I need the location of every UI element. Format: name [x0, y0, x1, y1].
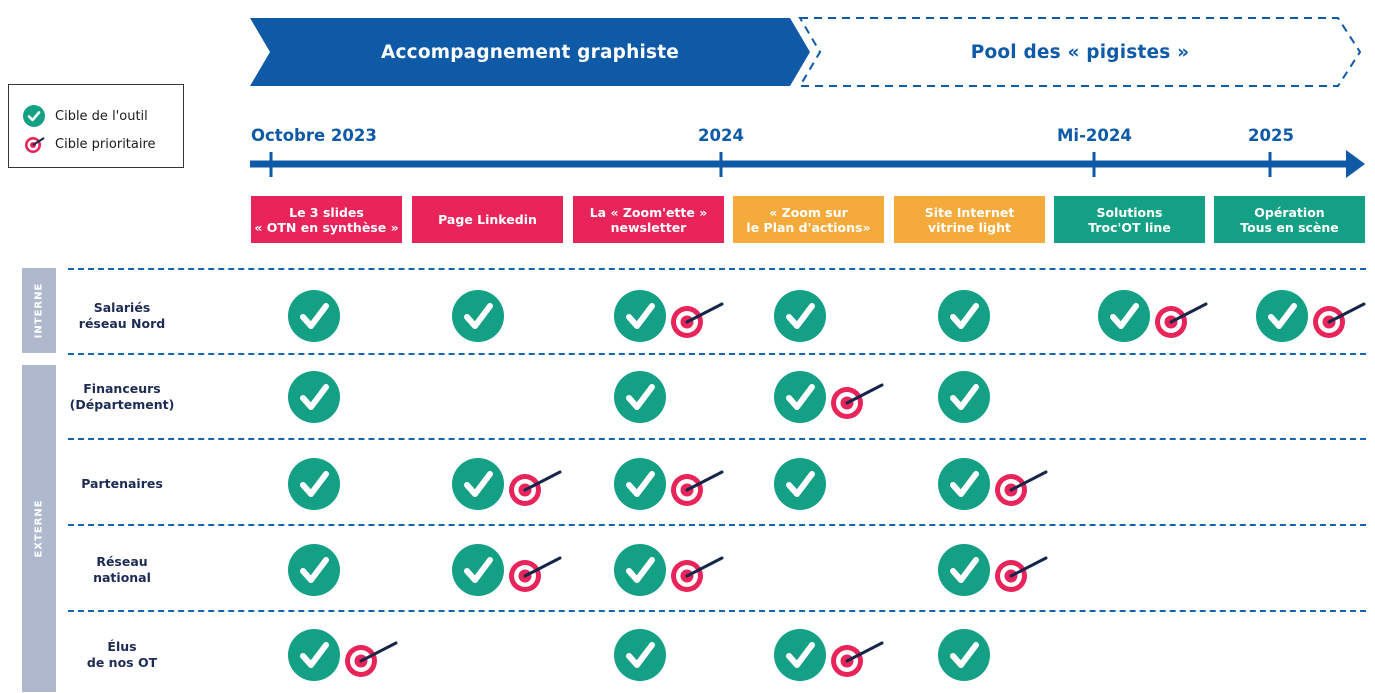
- target-icon: [1155, 302, 1208, 338]
- check-icon: [288, 371, 340, 423]
- check-icon: [288, 458, 340, 510]
- timeline-arrowhead: [1346, 150, 1365, 178]
- check-icon: [1098, 290, 1150, 342]
- check-icon: [774, 458, 826, 510]
- row-divider: [68, 268, 1366, 270]
- date-2024: 2024: [698, 126, 744, 145]
- target-icon: [25, 137, 45, 153]
- row-label-salaries: Salariés réseau Nord: [78, 300, 166, 331]
- check-icon: [614, 544, 666, 596]
- tool-site-internet: Site Internet vitrine light: [894, 196, 1045, 243]
- check-icon: [614, 629, 666, 681]
- target-icon: [671, 302, 724, 338]
- row-label-reseau-national: Réseau national: [93, 554, 151, 585]
- legend-label-check: Cible de l'outil: [55, 108, 148, 124]
- phase-arrow-graphiste: [250, 18, 810, 86]
- target-icon: [509, 470, 562, 506]
- check-icon: [938, 290, 990, 342]
- tool-troc-ot-line: Solutions Troc'OT line: [1054, 196, 1205, 243]
- check-icon: [452, 290, 504, 342]
- check-icon: [452, 458, 504, 510]
- tool-page-linkedin: Page Linkedin: [412, 196, 563, 243]
- group-band-externe: EXTERNE: [22, 365, 56, 692]
- check-icon: [614, 371, 666, 423]
- tool-zoom-plan-actions: « Zoom sur le Plan d'actions»: [733, 196, 884, 243]
- phase-label-pigistes: Pool des « pigistes »: [970, 41, 1190, 63]
- check-icon: [938, 544, 990, 596]
- row-divider: [68, 610, 1366, 612]
- target-icon: [671, 556, 724, 592]
- target-icon: [995, 470, 1048, 506]
- check-icon: [452, 544, 504, 596]
- tool-3-slides: Le 3 slides « OTN en synthèse »: [251, 196, 402, 243]
- target-icon: [995, 556, 1048, 592]
- check-icon: [288, 290, 340, 342]
- check-icon: [288, 544, 340, 596]
- legend-label-target: Cible prioritaire: [55, 136, 156, 152]
- tool-tous-en-scene: Opération Tous en scène: [1214, 196, 1365, 243]
- target-icon: [509, 556, 562, 592]
- row-divider: [68, 524, 1366, 526]
- check-icon: [23, 105, 45, 127]
- date-octobre-2023: Octobre 2023: [251, 126, 377, 145]
- check-icon: [774, 290, 826, 342]
- tool-zoomette-newsletter: La « Zoom'ette » newsletter: [573, 196, 724, 243]
- check-icon: [614, 290, 666, 342]
- legend-item-check: Cible de l'outil: [23, 105, 148, 127]
- row-label-elus: Élus de nos OT: [86, 639, 158, 670]
- target-icon: [831, 383, 884, 419]
- phase-label-graphiste: Accompagnement graphiste: [380, 41, 679, 63]
- row-divider: [68, 353, 1366, 355]
- phase-arrow-pigistes: [798, 17, 1362, 87]
- legend: Cible de l'outil Cible prioritaire: [8, 84, 184, 168]
- row-label-partenaires: Partenaires: [81, 476, 163, 491]
- check-icon: [938, 458, 990, 510]
- check-icon: [938, 371, 990, 423]
- target-icon: [671, 470, 724, 506]
- legend-item-target: Cible prioritaire: [23, 133, 156, 155]
- target-icon: [831, 641, 884, 677]
- check-icon: [614, 458, 666, 510]
- row-label-financeurs: Financeurs (Département): [69, 381, 175, 412]
- date-2025: 2025: [1248, 126, 1294, 145]
- date-mi-2024: Mi-2024: [1057, 126, 1132, 145]
- check-icon: [1256, 290, 1308, 342]
- group-label-interne: INTERNE: [33, 282, 45, 339]
- group-band-interne: INTERNE: [22, 268, 56, 353]
- row-divider: [68, 438, 1366, 440]
- check-icon: [774, 629, 826, 681]
- check-icon: [288, 629, 340, 681]
- group-label-externe: EXTERNE: [33, 499, 45, 558]
- check-icon: [938, 629, 990, 681]
- check-icon: [774, 371, 826, 423]
- target-icon: [1313, 302, 1366, 338]
- target-icon: [345, 641, 398, 677]
